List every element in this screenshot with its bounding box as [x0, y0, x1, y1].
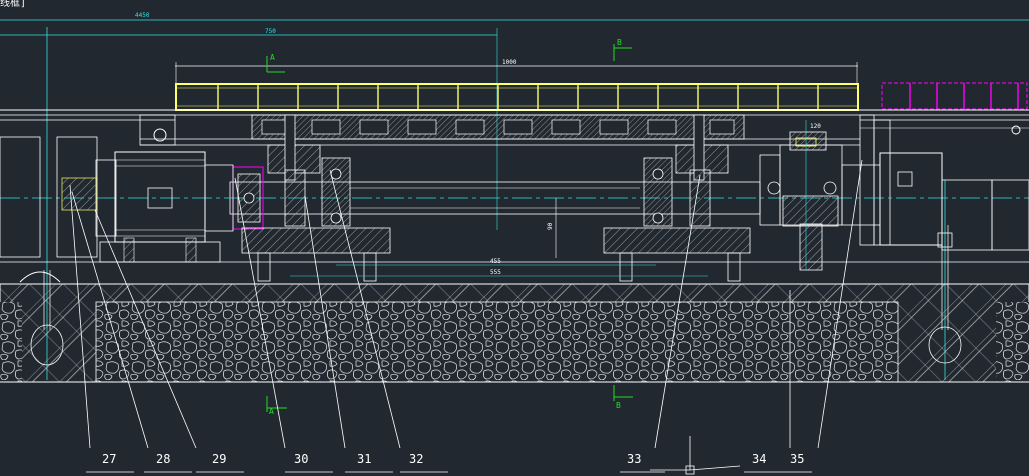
callout-32: 32	[409, 452, 423, 466]
callout-30: 30	[294, 452, 308, 466]
dimension-beam-span: 1000	[175, 59, 858, 83]
left-motor	[95, 151, 234, 263]
section-marker-a-top: A	[266, 53, 285, 73]
grating-deck	[175, 83, 859, 111]
corner-label: 线框]	[0, 0, 26, 9]
section-b-bottom-label: B	[616, 401, 621, 410]
section-marker-b-bottom: B	[613, 385, 633, 410]
upper-bearing-left	[267, 114, 321, 181]
dimension-overall-label: 4450	[135, 12, 150, 19]
callout-29: 29	[212, 452, 226, 466]
dimension-vertical-label: 90	[547, 222, 554, 230]
grating-adjacent	[881, 82, 1028, 110]
dimension-vertical: 90	[547, 198, 557, 258]
leader-lines	[69, 159, 863, 471]
right-gear-drive: 120	[759, 120, 843, 271]
dimension-left-span-label: 750	[265, 28, 276, 35]
dimension-beam-span-label: 1000	[502, 59, 517, 66]
crosshair-marker	[685, 465, 695, 475]
shaft-bearing-right	[643, 157, 711, 227]
upper-bearing-right	[675, 114, 729, 181]
callout-27: 27	[102, 452, 116, 466]
dimension-bottom-a-label: 455	[490, 258, 501, 265]
dimension-right-span-label: 120	[810, 123, 821, 130]
dimension-bottom-b-label: 555	[490, 269, 501, 276]
dimension-bottom: 455 555	[290, 258, 708, 277]
section-marker-a-bottom: A	[266, 396, 287, 416]
callout-28: 28	[156, 452, 170, 466]
callout-34: 34	[752, 452, 766, 466]
right-motor	[841, 152, 1029, 251]
dimension-overall: 4450	[0, 12, 1029, 21]
shaft-coupling	[232, 166, 264, 230]
callout-35: 35	[790, 452, 804, 466]
left-base-plate	[241, 227, 391, 282]
section-a-bottom-label: A	[269, 407, 274, 416]
callout-31: 31	[357, 452, 371, 466]
shaft-bearing-left	[284, 157, 351, 227]
foundation	[0, 261, 1029, 383]
left-reducer	[0, 136, 98, 258]
main-shaft	[0, 181, 1029, 215]
platform-beam	[0, 109, 1029, 146]
section-marker-b-top: B	[613, 38, 632, 61]
section-b-top-label: B	[617, 38, 622, 47]
section-a-top-label: A	[270, 53, 275, 62]
right-base-plate	[603, 227, 751, 282]
callout-33: 33	[627, 452, 641, 466]
